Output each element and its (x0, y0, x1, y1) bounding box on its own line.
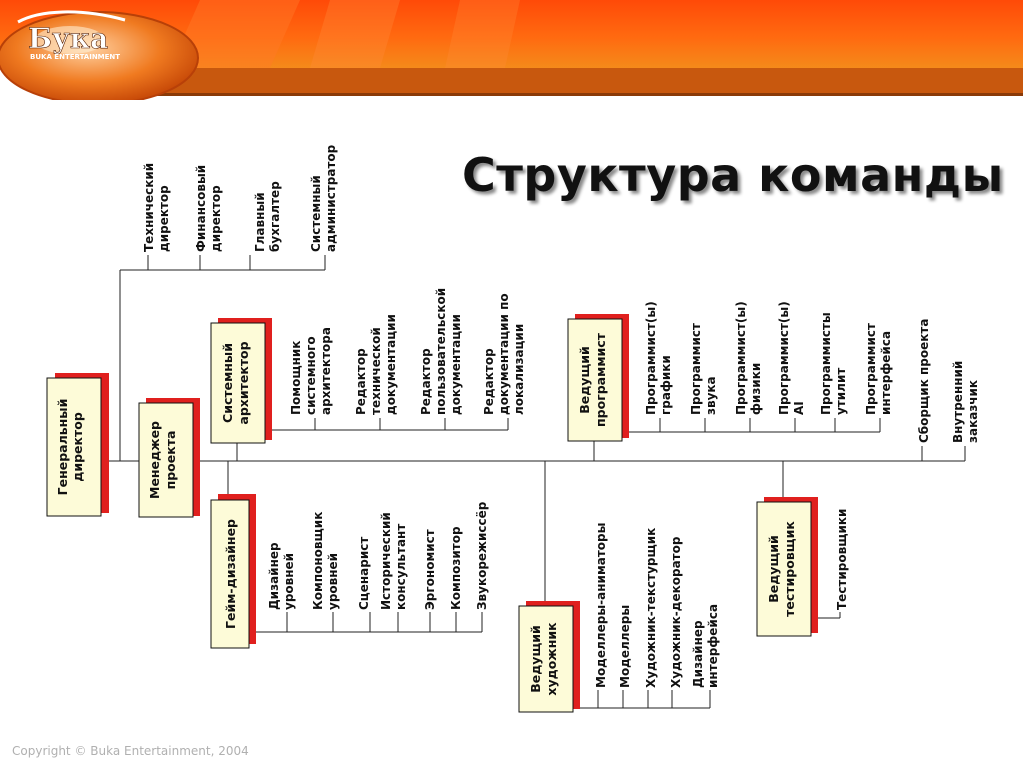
header-banner (0, 0, 1023, 100)
box-general-director: Генеральный директор (46, 373, 109, 517)
label-sysadmin-1: Системный (309, 175, 323, 252)
box-general-director-line-2: директор (70, 412, 85, 482)
label-customer-1: Внутренний (951, 361, 965, 443)
label-loc-doc-editor-2: документации по (497, 293, 511, 415)
label-loc-doc-editor-3: локализации (512, 324, 526, 415)
label-arch-assistant-3: архитектора (319, 327, 333, 415)
copyright-footer: Copyright © Buka Entertainment, 2004 (12, 744, 249, 758)
label-prog-physics-1: Программист(ы) (734, 301, 748, 415)
label-prog-ui-1: Программист (864, 323, 878, 415)
label-prog-sound-2: звука (704, 376, 718, 415)
box-project-manager-line-1: Менеджер (147, 421, 162, 499)
logo-tagline: BUKA ENTERTAINMENT (30, 53, 120, 61)
box-system-architect-line-1: Системный (220, 343, 235, 423)
label-sound-director-1: Звукорежиссёр (475, 501, 489, 610)
label-tech-doc-editor-2: технической (369, 327, 383, 415)
logo-name: Бука (28, 22, 108, 55)
role-labels: Технический директор Финансовый директор… (142, 144, 980, 688)
label-prog-utils-1: Программисты (819, 312, 833, 415)
label-fin-director-1: Финансовый (194, 165, 208, 252)
label-prog-utils-2: утилит (834, 368, 848, 415)
box-project-manager: Менеджер проекта (138, 398, 200, 518)
label-level-designer-1: Дизайнер (267, 542, 281, 610)
label-prog-sound-1: Программист (689, 323, 703, 415)
label-historian-1: Исторический (379, 512, 393, 610)
box-system-architect: Системный архитектор (210, 318, 272, 444)
box-lead-programmer-line-1: Ведущий (577, 346, 592, 414)
box-lead-programmer: Ведущий программист (567, 314, 629, 442)
box-lead-tester-line-2: тестировщик (782, 521, 797, 617)
label-writer-1: Сценарист (357, 537, 371, 610)
label-loc-doc-editor-1: Редактор (482, 348, 496, 415)
label-user-doc-editor-3: документации (449, 314, 463, 415)
label-tech-doc-editor-1: Редактор (354, 348, 368, 415)
box-system-architect-line-2: архитектор (236, 341, 251, 424)
box-lead-artist-line-1: Ведущий (528, 625, 543, 693)
label-customer-2: заказчик (966, 380, 980, 443)
label-accountant-1: Главный (253, 192, 267, 252)
label-arch-assistant-1: Помощник (289, 341, 303, 415)
label-level-composer-1: Компоновщик (311, 512, 325, 610)
label-arch-assistant-2: системного (304, 336, 318, 415)
box-lead-tester-line-1: Ведущий (766, 535, 781, 603)
box-game-designer: Гейм-дизайнер (210, 494, 256, 649)
logo: Бука BUKA ENTERTAINMENT (17, 10, 126, 61)
label-decor-artist-1: Художник-декоратор (669, 536, 683, 688)
label-composer-1: Композитор (449, 526, 463, 610)
label-prog-ai-2: AI (792, 401, 806, 415)
label-ui-designer-1: Дизайнер (691, 620, 705, 688)
label-sysadmin-2: администратор (324, 144, 338, 252)
label-ergonomist-1: Эргономист (423, 529, 437, 610)
box-lead-tester: Ведущий тестировщик (756, 497, 818, 637)
label-historian-2: консультант (394, 524, 408, 610)
label-prog-ui-2: интерфейса (879, 331, 893, 415)
box-game-designer-line-1: Гейм-дизайнер (223, 519, 238, 629)
label-user-doc-editor-1: Редактор (419, 348, 433, 415)
label-tech-doc-editor-3: документации (384, 314, 398, 415)
org-chart-connectors (103, 255, 966, 709)
label-tech-director-1: Технический (142, 163, 156, 252)
label-testers-1: Тестировщики (835, 509, 849, 610)
label-level-composer-2: уровней (326, 553, 340, 610)
box-general-director-line-1: Генеральный (55, 399, 70, 496)
box-lead-artist-line-2: художник (544, 622, 559, 696)
box-project-manager-line-2: проекта (163, 431, 178, 490)
label-texture-artist-1: Художник-текстурщик (644, 528, 658, 688)
label-builder-1: Сборщик проекта (917, 319, 931, 443)
label-fin-director-2: директор (209, 185, 223, 252)
box-lead-artist: Ведущий художник (518, 601, 580, 713)
box-lead-programmer-line-2: программист (593, 332, 608, 427)
label-prog-graphics-1: Программист(ы) (644, 301, 658, 415)
label-prog-physics-2: физики (749, 363, 763, 415)
label-modelers-animators-1: Моделлеры-аниматоры (594, 523, 608, 689)
label-level-designer-2: уровней (282, 553, 296, 610)
label-ui-designer-2: интерфейса (706, 604, 720, 688)
label-tech-director-2: директор (157, 185, 171, 252)
label-prog-ai-1: Программист(ы) (777, 301, 791, 415)
label-user-doc-editor-2: пользовательской (434, 288, 448, 415)
label-accountant-2: бухгалтер (268, 181, 282, 252)
label-modelers-1: Моделлеры (618, 605, 632, 688)
label-prog-graphics-2: графики (659, 355, 673, 415)
page-title: Структура команды (462, 148, 1004, 202)
